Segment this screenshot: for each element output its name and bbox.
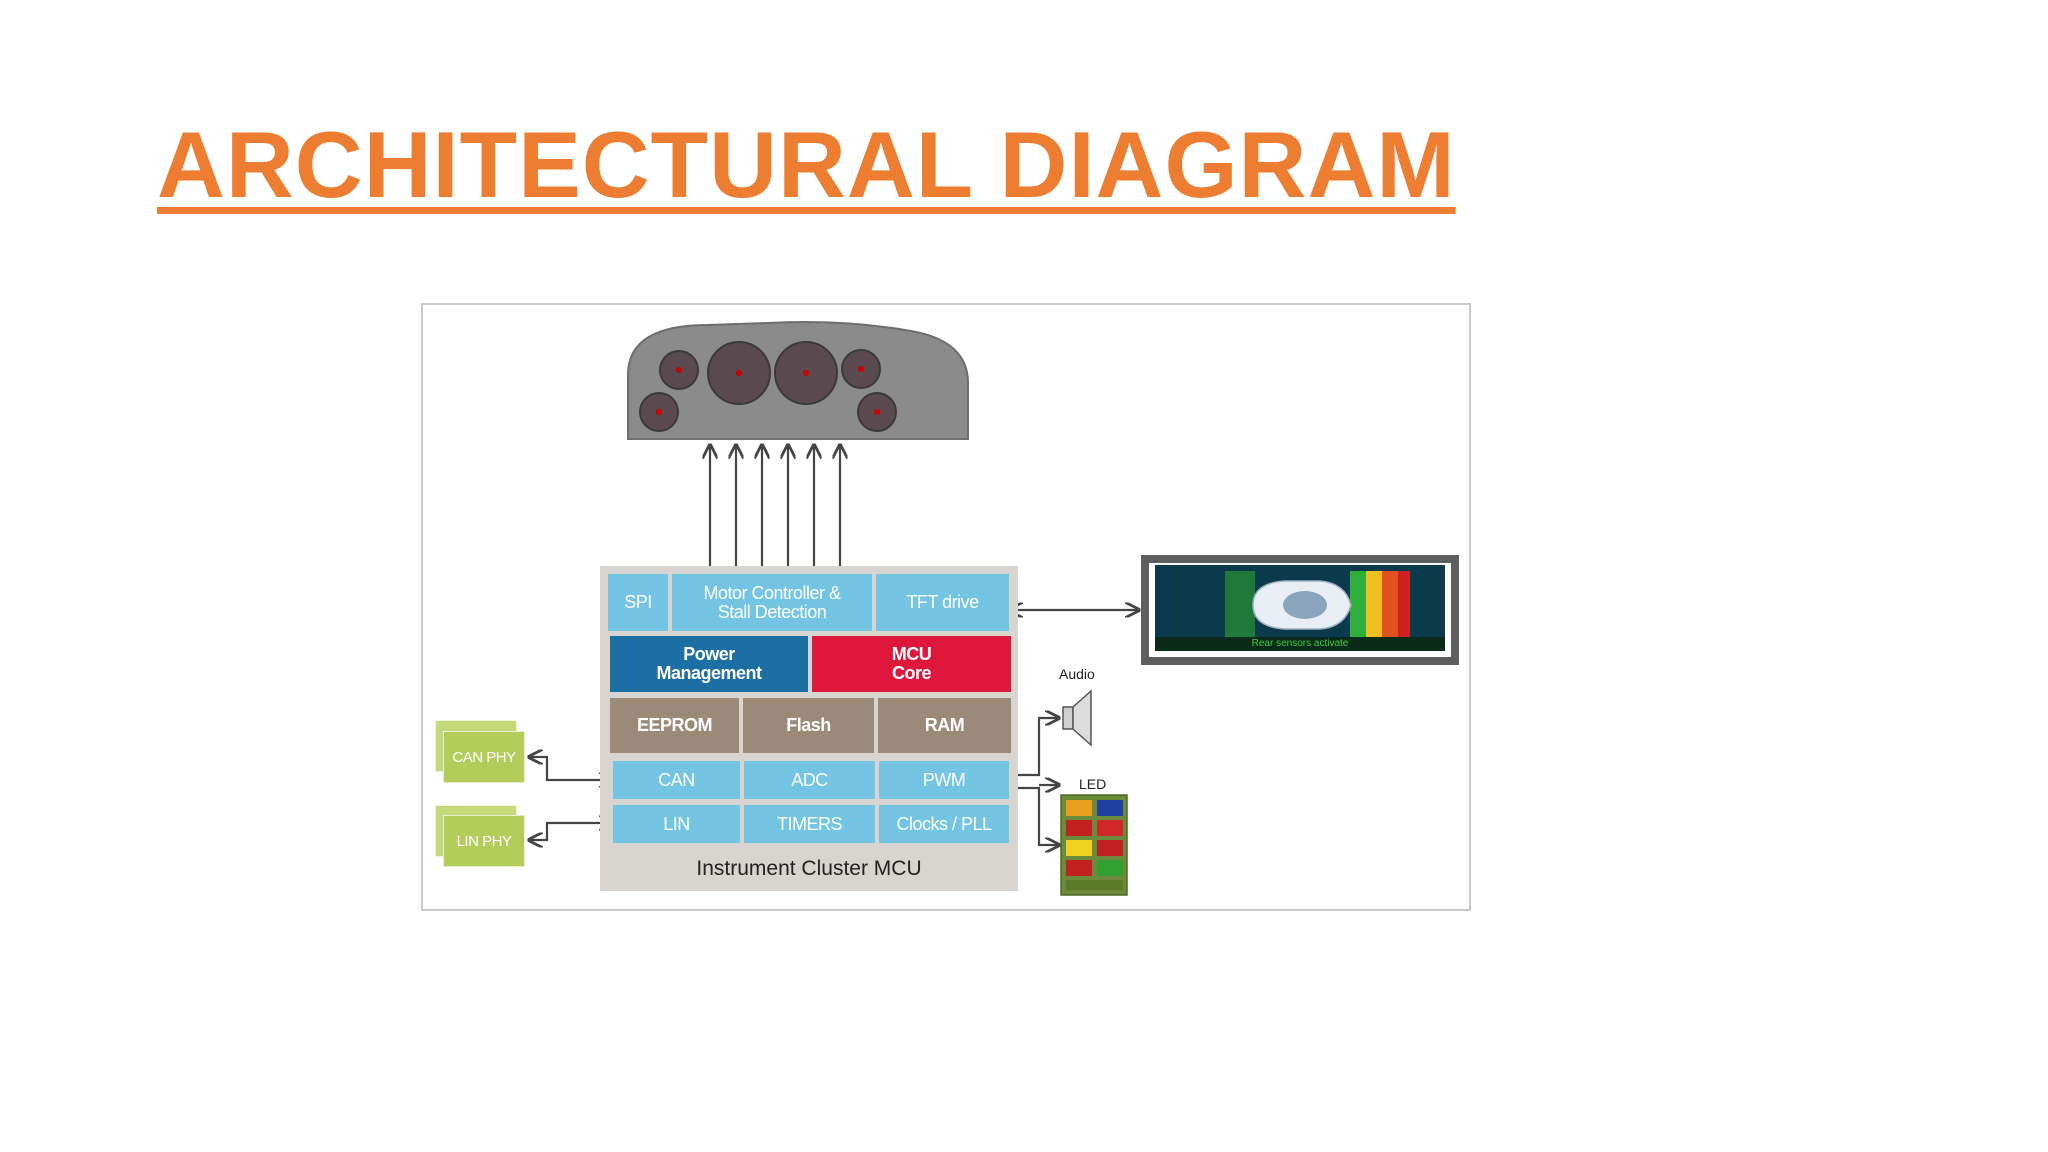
pwm-audio-arrow [1009, 718, 1059, 777]
can-block: CAN [613, 761, 740, 799]
display-caption: Rear sensors activate [1155, 637, 1445, 651]
power-management-block: Power Management [610, 636, 808, 692]
clocks-pll-block: Clocks / PLL [879, 805, 1009, 843]
tft-display-panel [1141, 555, 1459, 665]
lin-phy-block: LIN PHY [443, 815, 525, 867]
lin-phy-arrow [529, 823, 613, 840]
lin-block: LIN [613, 805, 740, 843]
timers-block: TIMERS [744, 805, 875, 843]
flash-block: Flash [743, 698, 874, 753]
ram-block: RAM [878, 698, 1011, 753]
led-panel-icon [1060, 794, 1128, 896]
eeprom-block: EEPROM [610, 698, 739, 753]
gauge-cluster-icon [627, 321, 969, 440]
diagram-graphics [423, 321, 1445, 896]
tft-drive-block: TFT drive [876, 574, 1009, 631]
led-label: LED [1079, 776, 1107, 792]
car-display-graphic [1155, 565, 1445, 645]
slide-title: ARCHITECTURAL DIAGRAM [157, 112, 1456, 217]
motor-arrows [710, 445, 840, 575]
mcu-core-block: MCU Core [812, 636, 1011, 692]
audio-label: Audio [1059, 666, 1095, 682]
can-phy-block: CAN PHY [443, 731, 525, 783]
motor-controller-block: Motor Controller & Stall Detection [672, 574, 872, 631]
pwm-led-arrow [1009, 786, 1059, 845]
adc-block: ADC [744, 761, 875, 799]
spi-block: SPI [608, 574, 668, 631]
speaker-icon [1062, 689, 1092, 747]
architecture-diagram: Rear sensors activate SPI Motor Controll… [421, 303, 1471, 911]
pwm-block: PWM [879, 761, 1009, 799]
mcu-label: Instrument Cluster MCU [696, 857, 922, 880]
can-phy-arrow [529, 757, 613, 780]
